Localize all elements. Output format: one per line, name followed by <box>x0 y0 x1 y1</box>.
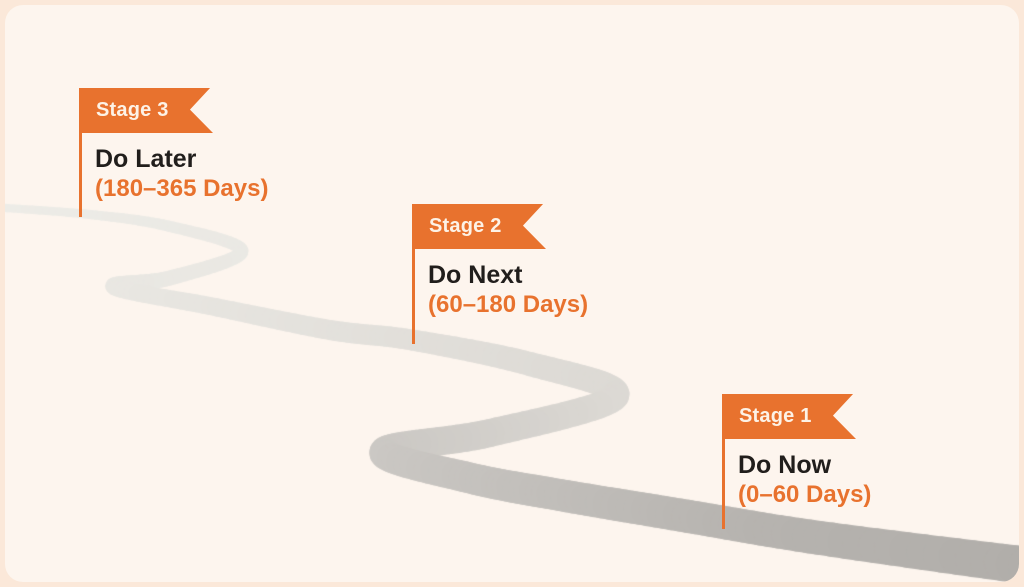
stage-2-marker: Stage 2 Do Next (60–180 Days) <box>412 204 712 404</box>
stage-flag: Stage 2 <box>412 204 546 249</box>
stage-flag: Stage 1 <box>722 394 856 439</box>
flag-pole <box>79 90 82 217</box>
stage-range-label: (0–60 Days) <box>738 481 872 508</box>
roadmap-card: Stage 3 Do Later (180–365 Days) Stage 2 … <box>5 5 1019 582</box>
stage-range-label: (180–365 Days) <box>95 175 269 202</box>
stage-flag-label: Stage 1 <box>739 405 812 427</box>
stage-title-label: Do Later <box>95 145 197 173</box>
flag-pole <box>722 396 725 529</box>
roadmap-layer: Stage 3 Do Later (180–365 Days) Stage 2 … <box>5 5 1019 582</box>
stage-1-marker: Stage 1 Do Now (0–60 Days) <box>722 394 1019 582</box>
stage-flag-label: Stage 2 <box>429 215 502 237</box>
stage-title-label: Do Now <box>738 451 832 479</box>
stage-title-label: Do Next <box>428 261 523 289</box>
flag-pole <box>412 206 415 344</box>
stage-range-label: (60–180 Days) <box>428 291 589 318</box>
stage-flag-label: Stage 3 <box>96 99 169 121</box>
stage-flag: Stage 3 <box>79 88 213 133</box>
stage-3-marker: Stage 3 Do Later (180–365 Days) <box>79 88 379 288</box>
